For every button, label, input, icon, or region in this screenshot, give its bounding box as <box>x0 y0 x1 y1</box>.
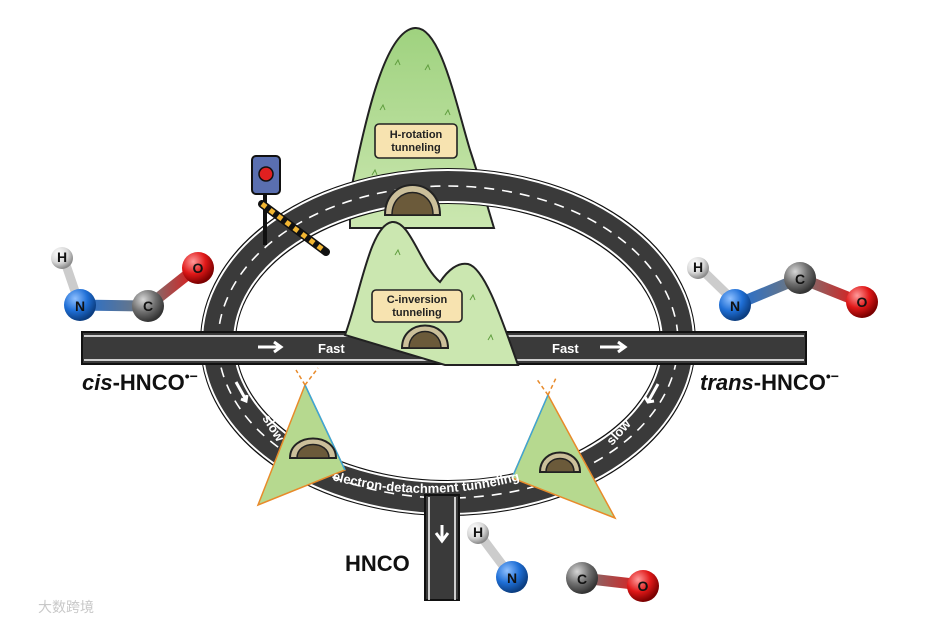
carbon-atom <box>784 262 816 294</box>
nitrogen-atom <box>719 289 751 321</box>
hydrogen-atom <box>51 247 73 269</box>
o-label: O <box>193 260 204 276</box>
h-label: H <box>693 259 703 275</box>
c-label: C <box>795 271 805 287</box>
hnco-neutral-molecule: H N C O <box>467 522 659 602</box>
h-rotation-tunnel-portal <box>383 184 442 216</box>
fast-right: Fast <box>552 340 628 356</box>
hydrogen-atom <box>467 522 489 544</box>
oxygen-atom <box>182 252 214 284</box>
fast-right-label: Fast <box>552 341 579 356</box>
trans-hnco-anion-molecule: H N C O <box>687 257 878 321</box>
carbon-atom <box>566 562 598 594</box>
cis-hnco-anion-label: cis-HNCO•− <box>82 368 198 395</box>
o-label: O <box>638 578 649 594</box>
h-rotation-sign: H-rotation tunneling <box>374 123 458 159</box>
barrier-gate <box>251 155 330 256</box>
n-label: N <box>75 298 85 314</box>
oxygen-atom <box>627 570 659 602</box>
down-right-arrow-icon <box>234 381 249 404</box>
hnco-label: HNCO <box>345 551 410 576</box>
trans-hnco-anion-label: trans-HNCO•− <box>700 368 839 395</box>
o-label: O <box>857 294 868 310</box>
red-light-icon <box>258 166 274 182</box>
exit-road <box>424 494 460 601</box>
left-detachment-cone <box>256 367 347 507</box>
fast-left-label: Fast <box>318 341 345 356</box>
oxygen-atom <box>846 286 878 318</box>
n-label: N <box>507 570 517 586</box>
c-label: C <box>577 571 587 587</box>
nitrogen-atom <box>496 561 528 593</box>
cis-hnco-anion-molecule: H N C O <box>51 247 214 322</box>
h-rotation-label-line1: H-rotation <box>390 129 443 141</box>
fast-left: Fast <box>258 340 345 356</box>
h-label: H <box>57 249 67 265</box>
down-arrow-icon <box>434 525 450 544</box>
hydrogen-atom <box>687 257 709 279</box>
h-label: H <box>473 524 483 540</box>
right-detachment-cone <box>511 377 617 520</box>
c-inversion-label-line1: C-inversion <box>387 294 448 306</box>
c-inversion-label-line2: tunneling <box>392 307 442 319</box>
watermark: 大数跨境 <box>38 600 94 616</box>
c-label: C <box>143 298 153 314</box>
right-arrow-icon <box>600 340 628 354</box>
h-rotation-label-line2: tunneling <box>391 142 441 154</box>
right-arrow-icon <box>258 340 284 354</box>
n-label: N <box>730 298 740 314</box>
down-left-arrow-icon <box>643 383 660 404</box>
c-inversion-sign: C-inversion tunneling <box>371 289 463 323</box>
nitrogen-atom <box>64 289 96 321</box>
carbon-atom <box>132 290 164 322</box>
